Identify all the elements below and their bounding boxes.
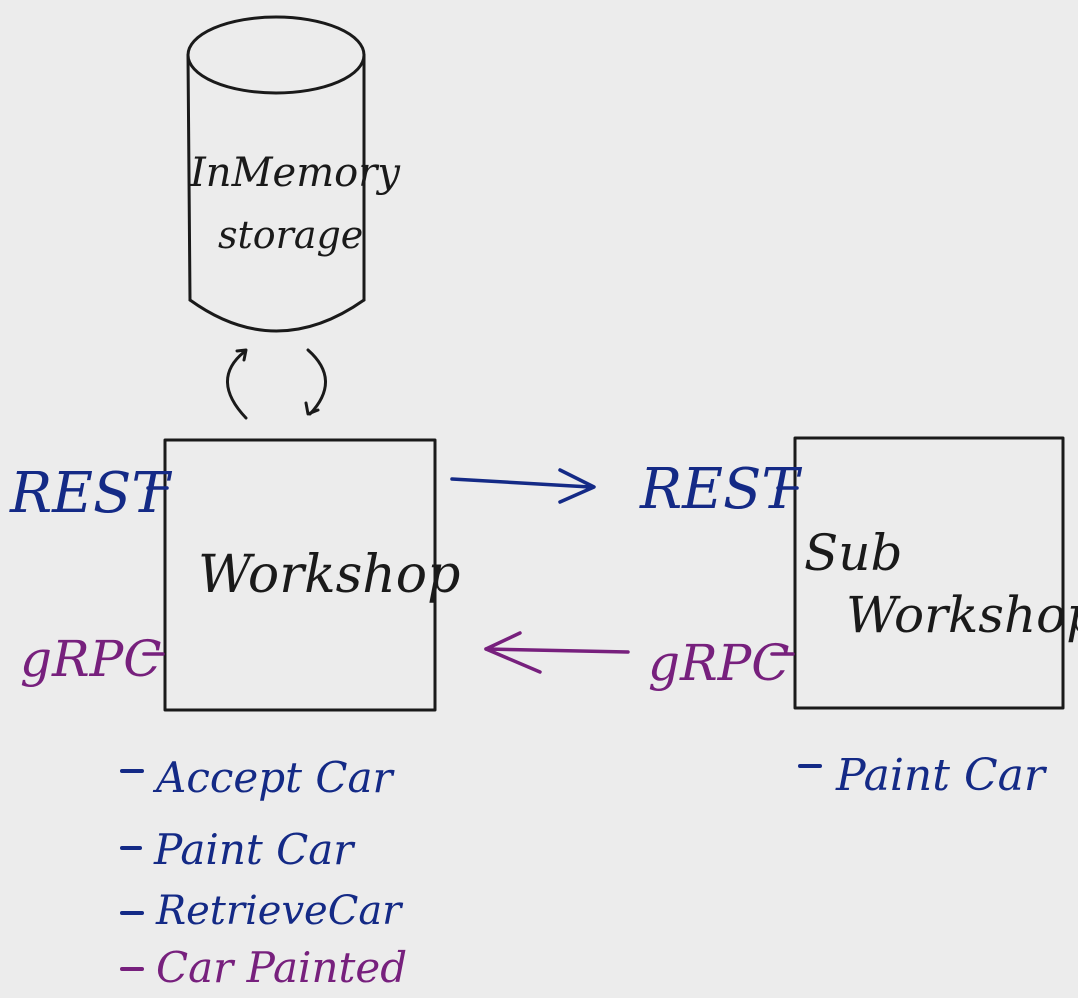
- grpc-callback-arrow: [484, 631, 630, 674]
- workshop-rest-port: REST: [9, 461, 172, 526]
- sub-workshop-methods-list: Paint Car: [798, 750, 1048, 801]
- cylinder-bottom: [188, 298, 366, 333]
- workshop-method-item: RetrieveCar: [120, 888, 404, 934]
- storage-label-line1: InMemory: [189, 150, 401, 196]
- cylinder-left-side: [186, 53, 192, 302]
- sub-workshop-box: [793, 436, 1065, 710]
- grpc-arrow-head: [484, 631, 542, 674]
- sub-workshop-label-line1: Sub: [804, 524, 902, 582]
- workshop-rest-label: REST: [9, 461, 172, 526]
- workshop-method-label: Paint Car: [153, 825, 356, 874]
- storage-label-line2: storage: [218, 213, 363, 257]
- workshop-method-label: Car Painted: [156, 943, 407, 992]
- workshop-node: Workshop: [163, 438, 460, 712]
- workshop-method-label: RetrieveCar: [155, 888, 404, 934]
- cylinder-top: [186, 15, 366, 95]
- sub-workshop-method-item: Paint Car: [798, 750, 1048, 801]
- storage-sync-arrows: [226, 348, 327, 420]
- rest-arrow-head: [558, 468, 596, 504]
- workshop-label: Workshop: [198, 545, 460, 605]
- workshop-box: [163, 438, 437, 712]
- sync-arrow-down-head: [304, 401, 320, 416]
- rest-call-arrow: [450, 468, 596, 504]
- grpc-arrow-line: [484, 647, 630, 654]
- sub-workshop-grpc-label: gRPC: [648, 634, 790, 692]
- sub-workshop-grpc-port: gRPC: [648, 634, 795, 692]
- workshop-method-item: Car Painted: [120, 943, 407, 992]
- workshop-method-item: Paint Car: [120, 825, 356, 874]
- workshop-method-label: Accept Car: [152, 753, 396, 802]
- sync-arrow-up: [226, 350, 248, 420]
- storage-cylinder: InMemory storage: [186, 15, 401, 333]
- sub-workshop-node: Sub Workshop: [793, 436, 1078, 710]
- sub-workshop-label-line2: Workshop: [846, 586, 1078, 644]
- workshop-method-item: Accept Car: [120, 753, 396, 802]
- sync-arrow-up-head: [235, 348, 248, 362]
- workshop-grpc-label: gRPC: [20, 630, 162, 688]
- workshop-methods-list: Accept Car Paint Car RetrieveCar Car Pai…: [120, 753, 407, 992]
- sub-workshop-rest-port: REST: [639, 457, 802, 522]
- sub-workshop-rest-label: REST: [639, 457, 802, 522]
- workshop-grpc-port: gRPC: [20, 630, 165, 688]
- rest-arrow-line: [450, 477, 592, 489]
- sub-workshop-method-label: Paint Car: [835, 750, 1048, 801]
- sync-arrow-down: [306, 348, 327, 416]
